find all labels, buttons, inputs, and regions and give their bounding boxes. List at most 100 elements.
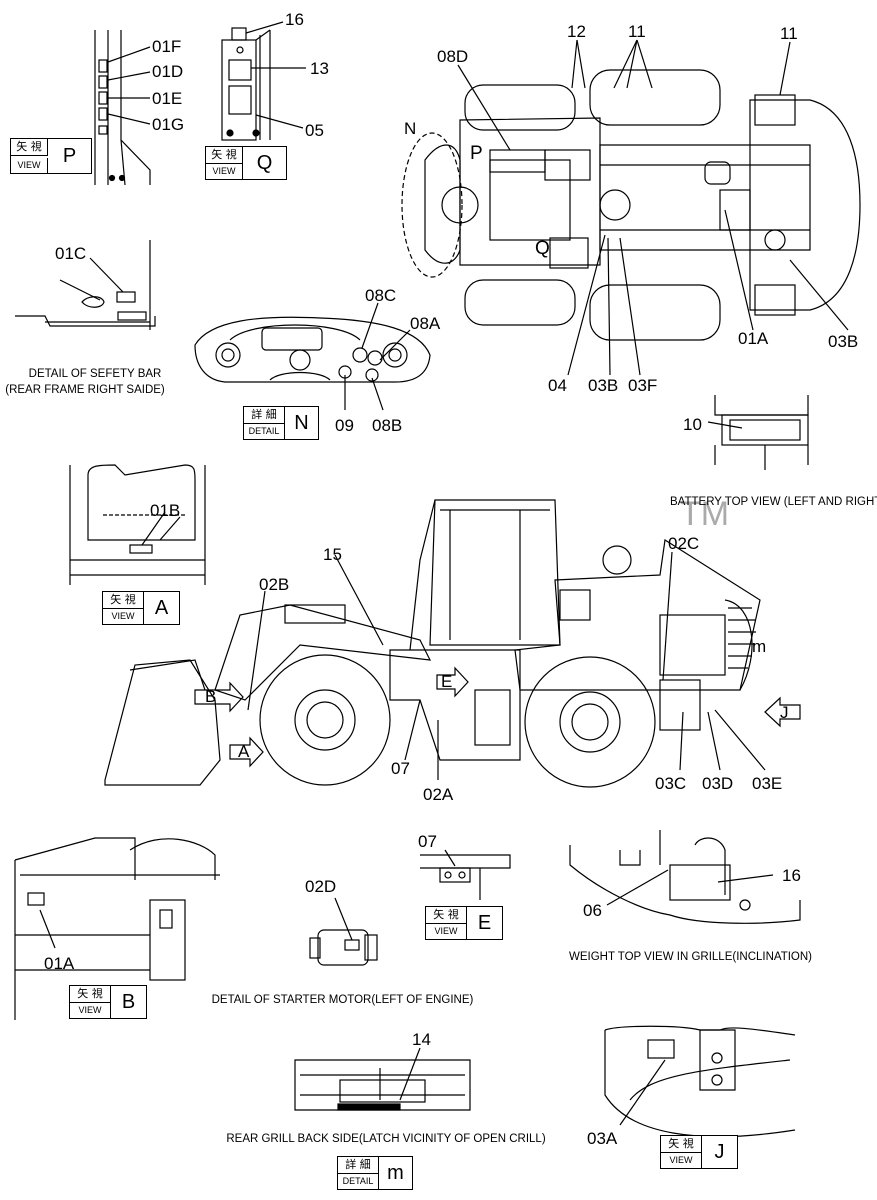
callout-08C: 08C xyxy=(365,286,397,305)
callout-07: 07 xyxy=(418,832,437,851)
view-box-B-jp: 矢 視 xyxy=(70,986,111,1003)
detail-box-N-jp: 詳 細 xyxy=(244,407,285,424)
callout-08A: 08A xyxy=(410,314,441,333)
callout-06: 06 xyxy=(583,901,602,920)
view-box-Q-en: VIEW xyxy=(206,164,243,179)
dashboard-drawing xyxy=(194,302,431,411)
callout-04: 04 xyxy=(548,376,567,395)
view-j-drawing xyxy=(604,1025,796,1138)
loader-side-drawing xyxy=(104,499,801,788)
callout-01D: 01D xyxy=(152,62,184,81)
view-q-drawing xyxy=(221,21,306,141)
view-box-P: 矢 視 VIEW P xyxy=(10,138,92,174)
view-box-J: 矢 視 VIEW J xyxy=(660,1135,738,1169)
callout-01A: 01A xyxy=(44,954,75,973)
detail-box-N-en: DETAIL xyxy=(244,424,285,439)
view-p-drawing xyxy=(94,30,151,186)
view-box-Q: 矢 視 VIEW Q xyxy=(205,146,287,180)
callout-01G: 01G xyxy=(152,115,185,134)
view-b-drawing xyxy=(14,837,220,1020)
callout-08B: 08B xyxy=(372,416,403,435)
callout-11: 11 xyxy=(780,24,798,43)
detail-box-N: 詳 細 DETAIL N xyxy=(243,406,319,440)
callout-11: 11 xyxy=(628,22,646,41)
callout-03A: 03A xyxy=(587,1129,618,1148)
callout-02D: 02D xyxy=(305,877,337,896)
callout-13: 13 xyxy=(310,59,329,78)
view-e-drawing xyxy=(420,849,511,900)
view-box-P-jp: 矢 視 xyxy=(11,139,48,156)
marker-A: A xyxy=(238,742,250,761)
view-box-E: 矢 視 VIEW E xyxy=(425,906,503,940)
detail-box-N-letter: N xyxy=(294,412,309,434)
callout-10: 10 xyxy=(683,415,702,434)
callout-03D: 03D xyxy=(702,774,734,793)
rear-grill-drawing xyxy=(294,1047,471,1111)
caption-safety-bar: DETAIL OF SEFETY BAR xyxy=(28,368,162,380)
callout-02A: 02A xyxy=(423,785,454,804)
callout-01F: 01F xyxy=(152,37,182,56)
view-a-drawing xyxy=(69,464,206,585)
callout-01C: 01C xyxy=(55,244,87,263)
callout-01E: 01E xyxy=(152,89,183,108)
marker-Q: Q xyxy=(535,238,550,259)
callout-01B: 01B xyxy=(150,501,181,520)
watermark-text: TM xyxy=(680,495,730,533)
detail-box-m-en: DETAIL xyxy=(338,1174,379,1189)
view-box-A-letter: A xyxy=(154,597,169,619)
callout-03C: 03C xyxy=(655,774,687,793)
view-box-J-jp: 矢 視 xyxy=(661,1136,702,1153)
callout-03B: 03B xyxy=(828,332,859,351)
callout-03F: 03F xyxy=(628,376,658,395)
caption-weight: WEIGHT TOP VIEW IN GRILLE(INCLINATION) xyxy=(568,951,813,963)
detail-box-m: 詳 細 DETAIL m xyxy=(337,1156,413,1190)
top-view-drawing xyxy=(401,39,861,376)
battery-drawing xyxy=(707,395,809,470)
marker-B: B xyxy=(205,687,217,706)
callout-08D: 08D xyxy=(437,47,469,66)
marker-N: N xyxy=(404,119,417,138)
callout-07: 07 xyxy=(391,759,410,778)
view-box-A-jp: 矢 視 xyxy=(103,592,144,609)
detail-box-m-jp: 詳 細 xyxy=(338,1157,379,1174)
marker-J: J xyxy=(780,703,789,722)
caption-battery: BATTERY TOP VIEW (LEFT AND RIGHT) xyxy=(670,496,877,508)
callout-m: m xyxy=(752,637,767,656)
callout-09: 09 xyxy=(335,416,354,435)
callout-15: 15 xyxy=(323,545,342,564)
safety-bar-drawing xyxy=(15,240,156,330)
detail-box-m-letter: m xyxy=(387,1162,404,1184)
marker-E: E xyxy=(441,672,453,691)
marker-P: P xyxy=(470,143,483,164)
view-box-B-en: VIEW xyxy=(70,1003,111,1018)
callout-05: 05 xyxy=(305,121,324,140)
view-box-B: 矢 視 VIEW B xyxy=(69,985,147,1019)
view-box-A: 矢 視 VIEW A xyxy=(102,591,180,625)
callout-14: 14 xyxy=(412,1030,431,1049)
caption-starter-motor: DETAIL OF STARTER MOTOR(LEFT OF ENGINE) xyxy=(211,994,474,1006)
view-box-E-jp: 矢 視 xyxy=(426,907,467,924)
callout-03B: 03B xyxy=(588,376,619,395)
view-box-B-letter: B xyxy=(121,991,136,1013)
caption-safety-bar-location: (REAR FRAME RIGHT SAIDE) xyxy=(5,384,165,396)
view-box-P-en: VIEW xyxy=(11,158,48,173)
weight-drawing xyxy=(569,830,801,924)
callout-12: 12 xyxy=(567,22,586,41)
view-box-A-en: VIEW xyxy=(103,609,144,624)
callout-01A: 01A xyxy=(738,329,769,348)
callout-03E: 03E xyxy=(752,774,783,793)
view-box-E-letter: E xyxy=(477,912,492,934)
callout-16: 16 xyxy=(285,10,304,29)
view-box-P-letter: P xyxy=(62,145,77,167)
starter-motor-drawing xyxy=(309,897,378,966)
view-box-J-en: VIEW xyxy=(661,1153,702,1168)
view-box-Q-jp: 矢 視 xyxy=(206,147,243,164)
callout-02C: 02C xyxy=(668,534,700,553)
callout-16: 16 xyxy=(782,866,801,885)
caption-rear-grill: REAR GRILL BACK SIDE(LATCH VICINITY OF O… xyxy=(226,1133,546,1145)
view-box-Q-letter: Q xyxy=(256,152,273,174)
view-box-J-letter: J xyxy=(714,1141,725,1163)
callout-02B: 02B xyxy=(259,575,290,594)
view-box-E-en: VIEW xyxy=(426,924,467,939)
